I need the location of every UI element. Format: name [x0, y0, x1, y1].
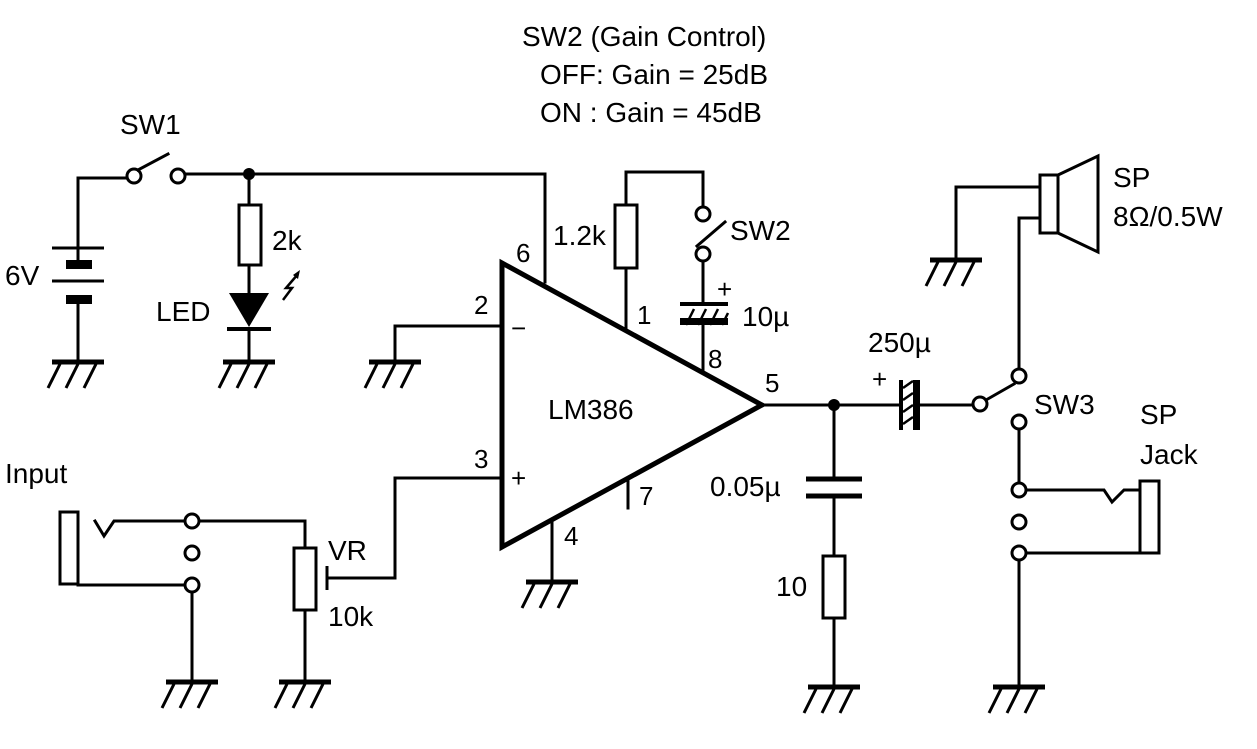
inverting-sign: − — [511, 313, 526, 343]
pin-8-label: 8 — [708, 344, 722, 374]
pin-1-label: 1 — [637, 300, 651, 330]
vr-value: 10k — [328, 601, 374, 632]
sp-jack-label-1: SP — [1140, 399, 1177, 430]
switch-sw3 — [971, 367, 1028, 431]
sp-jack-sleeve — [1138, 479, 1161, 555]
ground-pin4 — [520, 579, 578, 609]
c-out-plus: + — [872, 364, 887, 394]
capacitor-10u — [680, 302, 730, 326]
vr-label: VR — [328, 535, 367, 566]
c-zobel-label: 0.05µ — [710, 471, 781, 502]
gain-note-on: ON : Gain = 45dB — [540, 97, 762, 128]
sw2-label: SW2 — [730, 215, 791, 246]
sw3-label: SW3 — [1034, 389, 1095, 420]
c-gain-plus: + — [717, 274, 732, 304]
input-label: Input — [5, 458, 67, 489]
ground-input — [160, 679, 218, 709]
ground-pin2 — [363, 359, 421, 389]
ground-battery — [46, 359, 104, 389]
ground-zobel — [802, 684, 860, 714]
speaker-label: SP — [1113, 162, 1150, 193]
r-gain-label: 1.2k — [553, 220, 607, 251]
pin2-wire — [393, 324, 504, 362]
battery-label: 6V — [5, 260, 40, 291]
sw1-label: SW1 — [120, 109, 181, 140]
led-label: LED — [156, 296, 210, 327]
noninverting-sign: + — [511, 463, 526, 493]
capacitor-250u — [899, 379, 920, 430]
vr-top-wire — [197, 519, 307, 550]
pin-3-label: 3 — [474, 444, 488, 474]
r-led-label: 2k — [272, 225, 303, 256]
potentiometer-vr — [292, 546, 318, 612]
sp-jack-label-2: Jack — [1140, 439, 1199, 470]
switch-sw1 — [125, 151, 187, 185]
speaker-rating: 8Ω/0.5W — [1113, 201, 1223, 232]
ground-vr — [273, 679, 331, 709]
r-zobel-label: 10 — [776, 571, 807, 602]
gain-note-title: SW2 (Gain Control) — [522, 21, 766, 52]
input-jack-tip-wire — [92, 518, 187, 539]
input-jack-sleeve — [58, 510, 80, 586]
c-gain-label: 10µ — [742, 301, 789, 332]
gain-top-wire — [624, 170, 705, 210]
sp-jack-tip-wire — [1024, 488, 1142, 505]
resistor-1-2k — [613, 203, 639, 270]
lm386-triangle — [499, 258, 768, 552]
battery-6v — [52, 176, 130, 362]
pin-5-label: 5 — [765, 368, 779, 398]
resistor-10 — [821, 554, 847, 620]
ground-led — [217, 359, 275, 389]
led-diode — [227, 270, 300, 331]
pin-2-label: 2 — [474, 290, 488, 320]
supply-rail — [184, 172, 547, 284]
resistor-2k — [237, 203, 263, 267]
c-out-label: 250µ — [868, 327, 931, 358]
ic-label: LM386 — [548, 394, 634, 425]
gain-note-off: OFF: Gain = 25dB — [540, 59, 768, 90]
ground-jack — [987, 684, 1045, 714]
speaker-symbol — [1038, 153, 1100, 255]
switch-sw2 — [694, 205, 728, 263]
pin-4-label: 4 — [564, 521, 578, 551]
ground-speaker — [924, 257, 982, 287]
pin-6-label: 6 — [516, 238, 530, 268]
pin3-wire — [325, 476, 504, 580]
pin-7-label: 7 — [639, 481, 653, 511]
